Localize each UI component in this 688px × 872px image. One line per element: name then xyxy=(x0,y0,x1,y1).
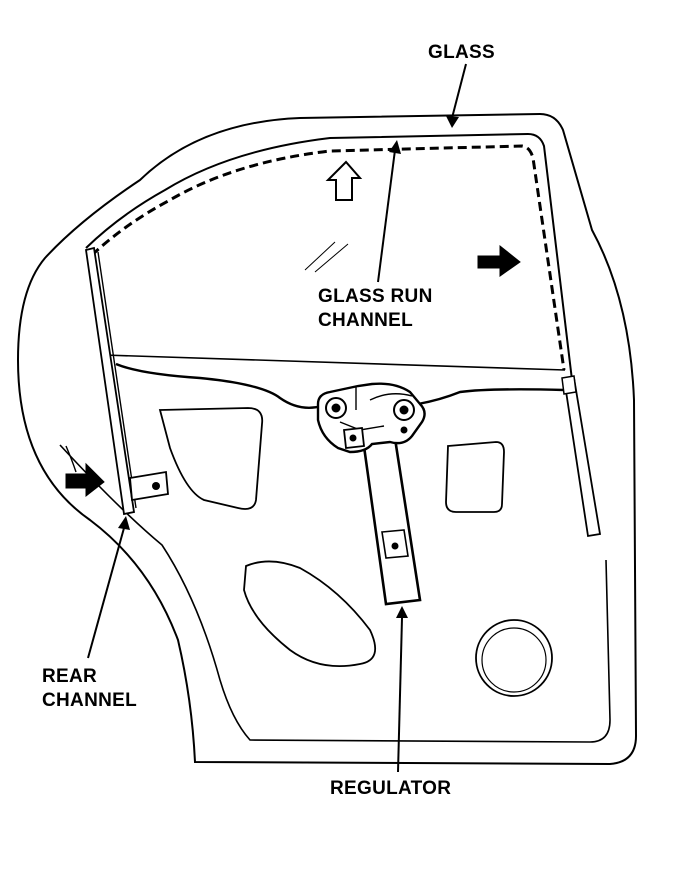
rear-channel-label-line1: REAR xyxy=(42,666,97,687)
right-arrow-icon xyxy=(477,244,521,277)
motion-line xyxy=(65,445,77,473)
access-hole-right xyxy=(445,441,505,513)
regulator-leader-line xyxy=(397,617,403,773)
front-channel-top-tab xyxy=(561,375,577,395)
glass-leader-arrowhead xyxy=(446,116,459,128)
door-outer-panel xyxy=(16,112,638,766)
regulator-label: REGULATOR xyxy=(330,778,451,799)
access-hole-left xyxy=(158,407,264,510)
glass-run-channel-dashed xyxy=(90,144,566,371)
regulator-pulley-left-hub xyxy=(331,403,341,413)
window-frame xyxy=(85,132,573,381)
speaker-hole-outer xyxy=(475,619,553,697)
glass-lower-edge xyxy=(103,354,566,371)
rear-channel-direction-arrow-icon xyxy=(65,462,105,498)
up-arrow-icon xyxy=(325,160,363,201)
speaker-hole-inner xyxy=(481,627,547,693)
regulator-arm xyxy=(360,430,422,606)
regulator-arm-bolt xyxy=(391,542,399,550)
rear-channel-label-line2: CHANNEL xyxy=(42,690,137,711)
rear-channel-inner-line xyxy=(97,251,137,509)
rear-channel-leader-line xyxy=(87,527,125,659)
regulator-leader-arrowhead xyxy=(396,606,408,618)
rear-channel-bolt xyxy=(152,482,160,490)
glass-label: GLASS xyxy=(428,42,495,63)
glass-run-channel-label-line2: CHANNEL xyxy=(318,310,413,331)
regulator-bolt-right xyxy=(400,426,408,434)
glass-run-channel-leader-arrowhead xyxy=(389,140,401,154)
glass-run-channel-label-line1: GLASS RUN xyxy=(318,286,433,307)
glass-glare-marks xyxy=(304,241,349,273)
rear-channel-bracket xyxy=(129,470,169,502)
glass-leader-line xyxy=(451,63,467,119)
door-inner-edge xyxy=(59,444,611,743)
glass-run-channel-leader-line xyxy=(377,149,396,283)
regulator-cable xyxy=(115,362,565,409)
regulator-tab-bolt xyxy=(349,434,357,442)
rear-channel xyxy=(84,246,136,516)
front-channel xyxy=(562,377,602,538)
rear-channel-leader-arrowhead xyxy=(118,516,130,530)
regulator-pulley-right-hub xyxy=(399,405,409,415)
access-hole-lower xyxy=(243,560,377,667)
